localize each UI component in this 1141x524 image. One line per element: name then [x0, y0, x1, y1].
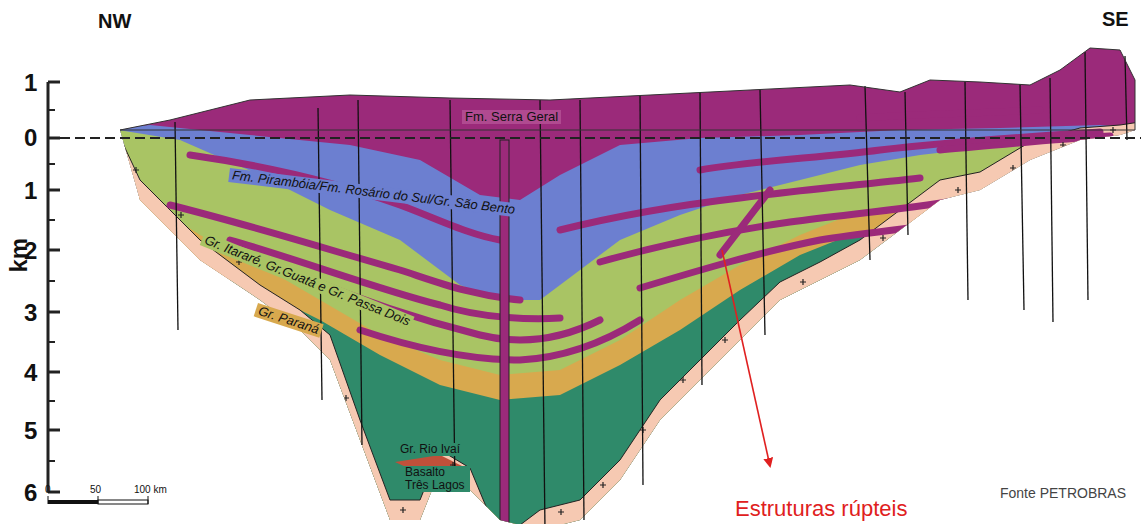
strata: [100, 30, 1141, 524]
axis-number: 0: [24, 125, 37, 151]
compass-label: NW: [98, 10, 131, 32]
scale-number: 100 km: [134, 484, 167, 495]
scale-bar: [48, 496, 148, 504]
minor-ticks: [48, 110, 55, 461]
pointer-arrow: [722, 250, 770, 466]
axis-number: 3: [24, 300, 37, 326]
faults: [175, 52, 1127, 524]
formation-label: Fm. Serra Geral: [462, 110, 561, 124]
surface-line: [120, 48, 1135, 130]
axis-number: 2: [24, 238, 37, 264]
scale-number: 50: [90, 484, 101, 495]
compass-label: SE: [1102, 8, 1129, 30]
scale-number: 0: [45, 484, 51, 495]
depth-axis: [48, 82, 60, 492]
axis-number: 1: [24, 70, 37, 96]
source-note: Fonte PETROBRAS: [1000, 486, 1126, 501]
formation-label: Basalto Três Lagos: [402, 466, 470, 492]
callout-text: Estruturas rúpteis: [735, 497, 907, 521]
axis-number: 1: [24, 178, 37, 204]
sea-level-line: [60, 137, 1141, 139]
axis-number: 5: [24, 418, 37, 444]
axis-number: 4: [24, 360, 37, 386]
axis-number: 6: [24, 480, 37, 506]
formation-label: Gr. Rio Ivaí: [397, 443, 463, 456]
